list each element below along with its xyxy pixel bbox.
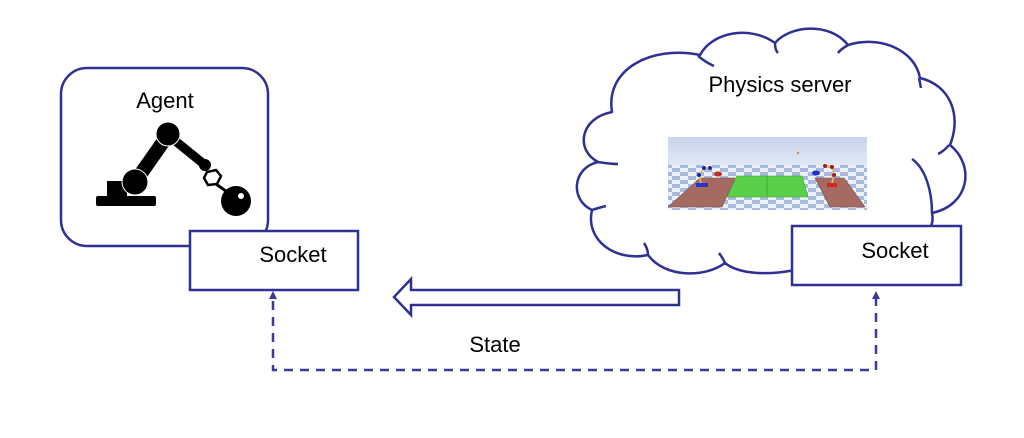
green-net-table (726, 175, 809, 198)
robot-arm-icon (96, 121, 251, 216)
state-label: State (469, 332, 520, 357)
agent-socket-box (188, 229, 360, 292)
server-socket-label: Socket (861, 238, 928, 263)
state-flow-arrow (392, 275, 681, 319)
left-robot (696, 166, 722, 187)
dashed-connection (269, 291, 880, 372)
server-socket-arrowhead (872, 291, 880, 299)
physics-server-title: Physics server (708, 72, 851, 97)
right-robot (812, 164, 837, 187)
ball (796, 151, 800, 155)
simulation-scene-image (668, 137, 867, 210)
agent-socket-arrowhead (269, 291, 277, 299)
left-table (668, 177, 736, 208)
server-socket: Socket (790, 224, 963, 287)
agent-node: Agent (59, 66, 270, 248)
agent-title: Agent (136, 88, 194, 113)
server-socket-box (790, 224, 963, 287)
agent-socket: Socket (188, 229, 360, 292)
agent-socket-label: Socket (259, 242, 326, 267)
physics-server-node: Physics server (575, 27, 967, 275)
